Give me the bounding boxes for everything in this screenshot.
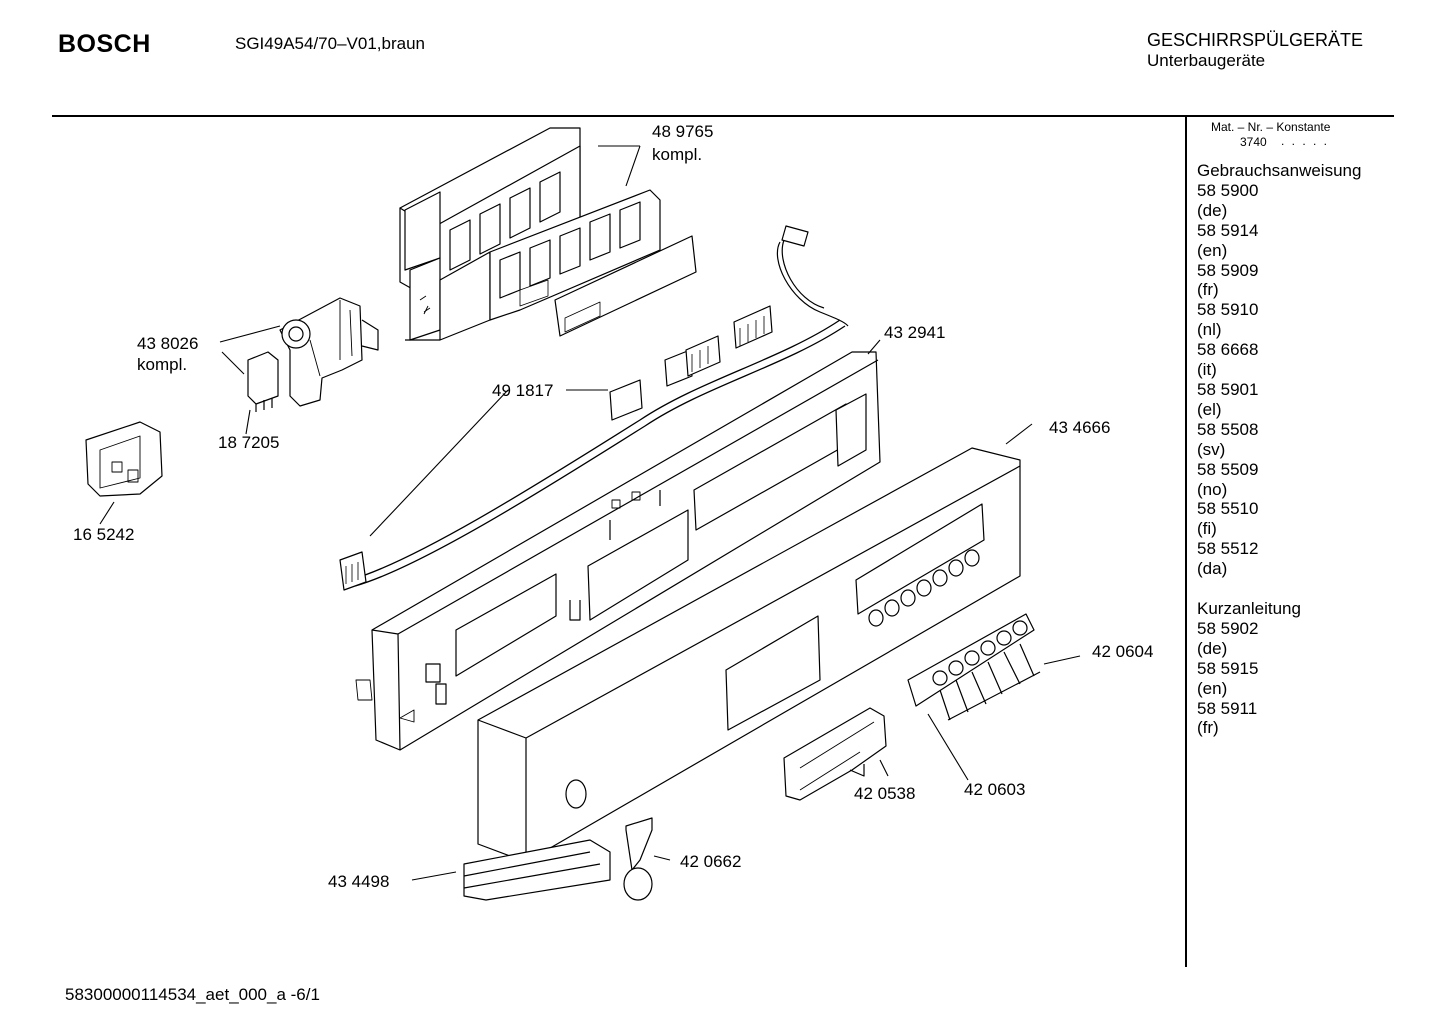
mat-nr-value: 3740	[1240, 135, 1267, 149]
latch-drawing	[623, 817, 653, 901]
list-gap	[1197, 579, 1361, 599]
part-label-165242: 16 5242	[73, 525, 135, 544]
list-item: 58 5508	[1197, 419, 1259, 439]
manual-list: Gebrauchsanweisung 58 5900 (de) 58 5914 …	[1197, 161, 1361, 738]
list-item-lang: (en)	[1197, 240, 1228, 260]
header-divider	[52, 115, 1394, 117]
spring-strips-drawing	[939, 643, 1041, 721]
door-handle-drawing	[783, 707, 887, 801]
part-label-420604: 42 0604	[1092, 642, 1154, 661]
list-item: 58 5911	[1197, 698, 1258, 718]
list-item: 58 5910	[1197, 300, 1259, 320]
mat-nr-label: Mat. – Nr. – Konstante	[1211, 120, 1331, 134]
brand-logo: BOSCH	[58, 30, 151, 58]
list-item: 58 5915	[1197, 658, 1259, 678]
part-label-420538: 42 0538	[854, 784, 916, 803]
capacitor-drawing	[247, 351, 279, 412]
list-item-lang: (fi)	[1197, 519, 1217, 539]
part-label-489765-sub: kompl.	[652, 145, 703, 164]
trim-strip-drawing	[463, 839, 611, 901]
list-item: 58 5902	[1197, 618, 1259, 638]
list-item-lang: (de)	[1197, 200, 1228, 220]
list-item: 58 5914	[1197, 220, 1259, 240]
document-id: 58300000114534_aet_000_a -6/1	[65, 985, 320, 1004]
list-item-lang: (el)	[1197, 399, 1222, 419]
part-label-489765: 48 9765	[652, 122, 714, 141]
category-title: GESCHIRRSPÜLGERÄTE	[1147, 30, 1364, 50]
list-item-lang: (nl)	[1197, 320, 1222, 340]
leader-lines	[99, 145, 1081, 881]
section-title-gebrauchsanweisung: Gebrauchsanweisung	[1197, 161, 1362, 180]
list-item: 58 5509	[1197, 459, 1259, 479]
part-label-434666: 43 4666	[1049, 418, 1111, 437]
switch-drawing	[85, 421, 163, 497]
model-number: SGI49A54/70–V01,braun	[235, 34, 425, 53]
list-item: 58 5900	[1197, 180, 1259, 200]
list-item-lang: (da)	[1197, 559, 1228, 579]
part-label-420603: 42 0603	[964, 780, 1026, 799]
subcategory-title: Unterbaugeräte	[1147, 51, 1266, 70]
list-item-lang: (sv)	[1197, 439, 1226, 459]
part-label-432941: 43 2941	[884, 323, 946, 342]
exploded-parts-diagram	[85, 127, 1081, 901]
mat-nr-dots: . . . . .	[1281, 134, 1330, 148]
control-module-drawing	[399, 127, 661, 341]
part-label-434498: 43 4498	[328, 872, 390, 891]
list-item: 58 5510	[1197, 499, 1259, 519]
list-item: 58 5909	[1197, 260, 1259, 280]
sidebar-divider	[1185, 117, 1187, 967]
inner-panel-frame-drawing	[355, 351, 881, 751]
list-item: 58 6668	[1197, 340, 1259, 360]
part-label-438026-sub: kompl.	[137, 355, 188, 374]
list-item-lang: (fr)	[1197, 280, 1219, 300]
part-label-438026: 43 8026	[137, 334, 199, 353]
button-strip-drawing	[907, 613, 1035, 707]
section-title-kurzanleitung: Kurzanleitung	[1197, 599, 1301, 619]
valve-assembly-drawing	[279, 297, 379, 407]
front-panel-drawing	[477, 447, 1021, 863]
part-label-187205: 18 7205	[218, 433, 280, 452]
cable-harness-drawing	[339, 225, 849, 591]
part-label-491817: 49 1817	[492, 381, 554, 400]
list-item-lang: (fr)	[1197, 718, 1219, 738]
list-item: 58 5512	[1197, 539, 1259, 559]
list-item-lang: (en)	[1197, 678, 1228, 698]
list-item-lang: (de)	[1197, 638, 1228, 658]
list-item: 58 5901	[1197, 379, 1259, 399]
display-strip-drawing	[554, 235, 697, 337]
part-label-420662: 42 0662	[680, 852, 742, 871]
list-item-lang: (it)	[1197, 360, 1217, 380]
list-item-lang: (no)	[1197, 479, 1228, 499]
